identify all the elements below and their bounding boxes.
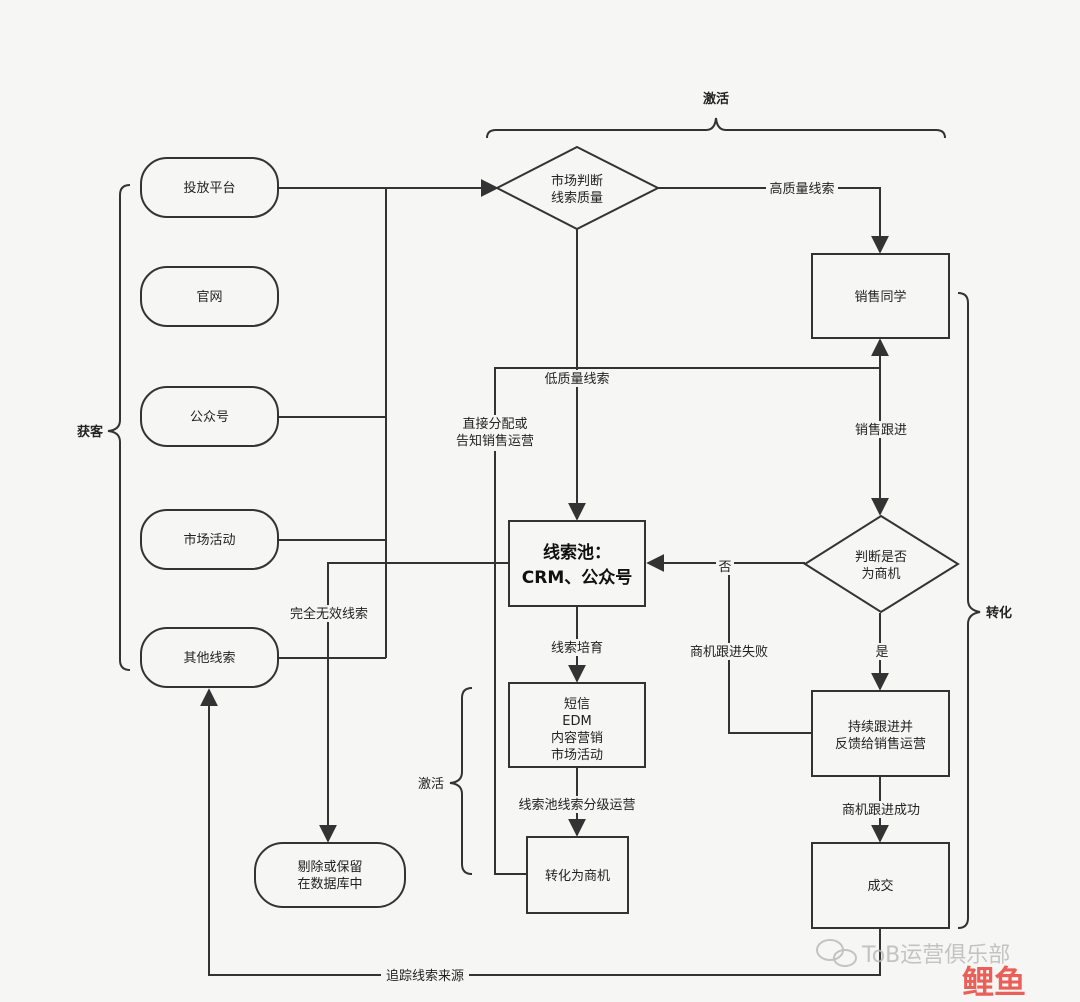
watermark: ToB运营俱乐部 鲤鱼 <box>816 939 1026 1001</box>
node-sales: 销售同学 <box>811 253 950 339</box>
node-toufang: 投放平台 <box>140 157 279 218</box>
edge-label-nurture: 线索培育 <box>551 640 603 656</box>
activate-side-label: 激活 <box>418 777 444 792</box>
arrow-high-quality <box>658 187 889 254</box>
node-deal-label: 成交 <box>867 878 893 894</box>
edge-label-trace-source: 追踪线索来源 <box>386 968 464 984</box>
node-convert-opportunity: 转化为商机 <box>526 836 629 914</box>
node-convert-opportunity-label: 转化为商机 <box>545 869 610 884</box>
arrow-trace-source <box>200 688 881 976</box>
decision-opportunity: 判断是否 为商机 <box>803 514 960 614</box>
decision-opportunity-line2: 为商机 <box>861 567 900 582</box>
node-shichanghuodong: 市场活动 <box>140 509 279 570</box>
node-toufang-label: 投放平台 <box>183 180 235 196</box>
edge-label-no: 否 <box>718 560 731 575</box>
wechat-icon <box>816 939 857 967</box>
node-remove-or-keep: 剔除或保留 在数据库中 <box>254 842 406 908</box>
nurture-channel-content: 内容营销 <box>551 730 603 746</box>
edge-label-direct-assign-line2: 告知销售运营 <box>456 433 534 449</box>
node-guanwang-label: 官网 <box>196 289 222 305</box>
node-nurture-channels: 短信 EDM 内容营销 市场活动 <box>508 682 646 768</box>
node-gongzhonghao: 公众号 <box>140 386 279 447</box>
node-followup: 持续跟进并 反馈给销售运营 <box>811 690 950 777</box>
decision-market-line2: 线索质量 <box>551 191 603 206</box>
decision-opportunity-line1: 判断是否 <box>855 550 907 565</box>
node-lead-pool-line2: CRM、公众号 <box>522 567 632 588</box>
node-lead-pool-line1: 线索池： <box>543 542 611 563</box>
node-shichanghuodong-label: 市场活动 <box>183 532 235 548</box>
node-remove-line2: 在数据库中 <box>297 876 362 892</box>
node-deal: 成交 <box>811 842 950 929</box>
edge-label-invalid: 完全无效线索 <box>290 606 368 622</box>
activate-top-brace <box>486 117 946 139</box>
edge-label-opp-fail: 商机跟进失败 <box>690 645 768 660</box>
edge-label-direct-assign-line1: 直接分配或 <box>462 416 527 432</box>
arrow-direct-assign <box>494 367 880 875</box>
node-gongzhonghao-label: 公众号 <box>190 410 229 425</box>
arrow-opp-fail <box>728 563 812 734</box>
node-guanwang: 官网 <box>140 266 279 327</box>
node-lead-pool: 线索池： CRM、公众号 <box>508 520 646 607</box>
nurture-channel-sms: 短信 <box>564 697 590 712</box>
node-followup-line1: 持续跟进并 <box>848 720 913 735</box>
node-sales-label: 销售同学 <box>854 289 906 305</box>
edge-label-opp-success: 商机跟进成功 <box>842 803 920 818</box>
arrow-invalid <box>319 562 509 843</box>
node-qitaxiansuo: 其他线索 <box>140 627 279 688</box>
node-followup-line2: 反馈给销售运营 <box>835 736 926 752</box>
edge-label-yes: 是 <box>875 645 888 660</box>
node-remove-line1: 剔除或保留 <box>297 860 362 875</box>
edge-label-sales-follow: 销售跟进 <box>855 422 907 438</box>
convert-label: 转化 <box>986 605 1012 621</box>
edge-label-graded-ops: 线索池线索分级运营 <box>518 798 635 813</box>
activate-top-label: 激活 <box>703 91 729 107</box>
acquire-brace <box>107 184 131 671</box>
node-qitaxiansuo-label: 其他线索 <box>183 651 235 666</box>
edge-label-high-quality: 高质量线索 <box>769 181 834 197</box>
watermark-text: ToB运营俱乐部 <box>861 943 1010 968</box>
watermark-brand: 鲤鱼 <box>962 963 1026 1001</box>
nurture-channel-event: 市场活动 <box>551 747 603 763</box>
decision-market-line1: 市场判断 <box>551 173 603 189</box>
nurture-channel-edm: EDM <box>562 714 591 729</box>
convert-brace <box>957 292 981 929</box>
activate-side-brace <box>449 687 473 875</box>
decision-market-quality: 市场判断 线索质量 <box>494 145 661 231</box>
acquire-label: 获客 <box>77 424 104 440</box>
edge-label-low-quality: 低质量线索 <box>544 372 609 387</box>
